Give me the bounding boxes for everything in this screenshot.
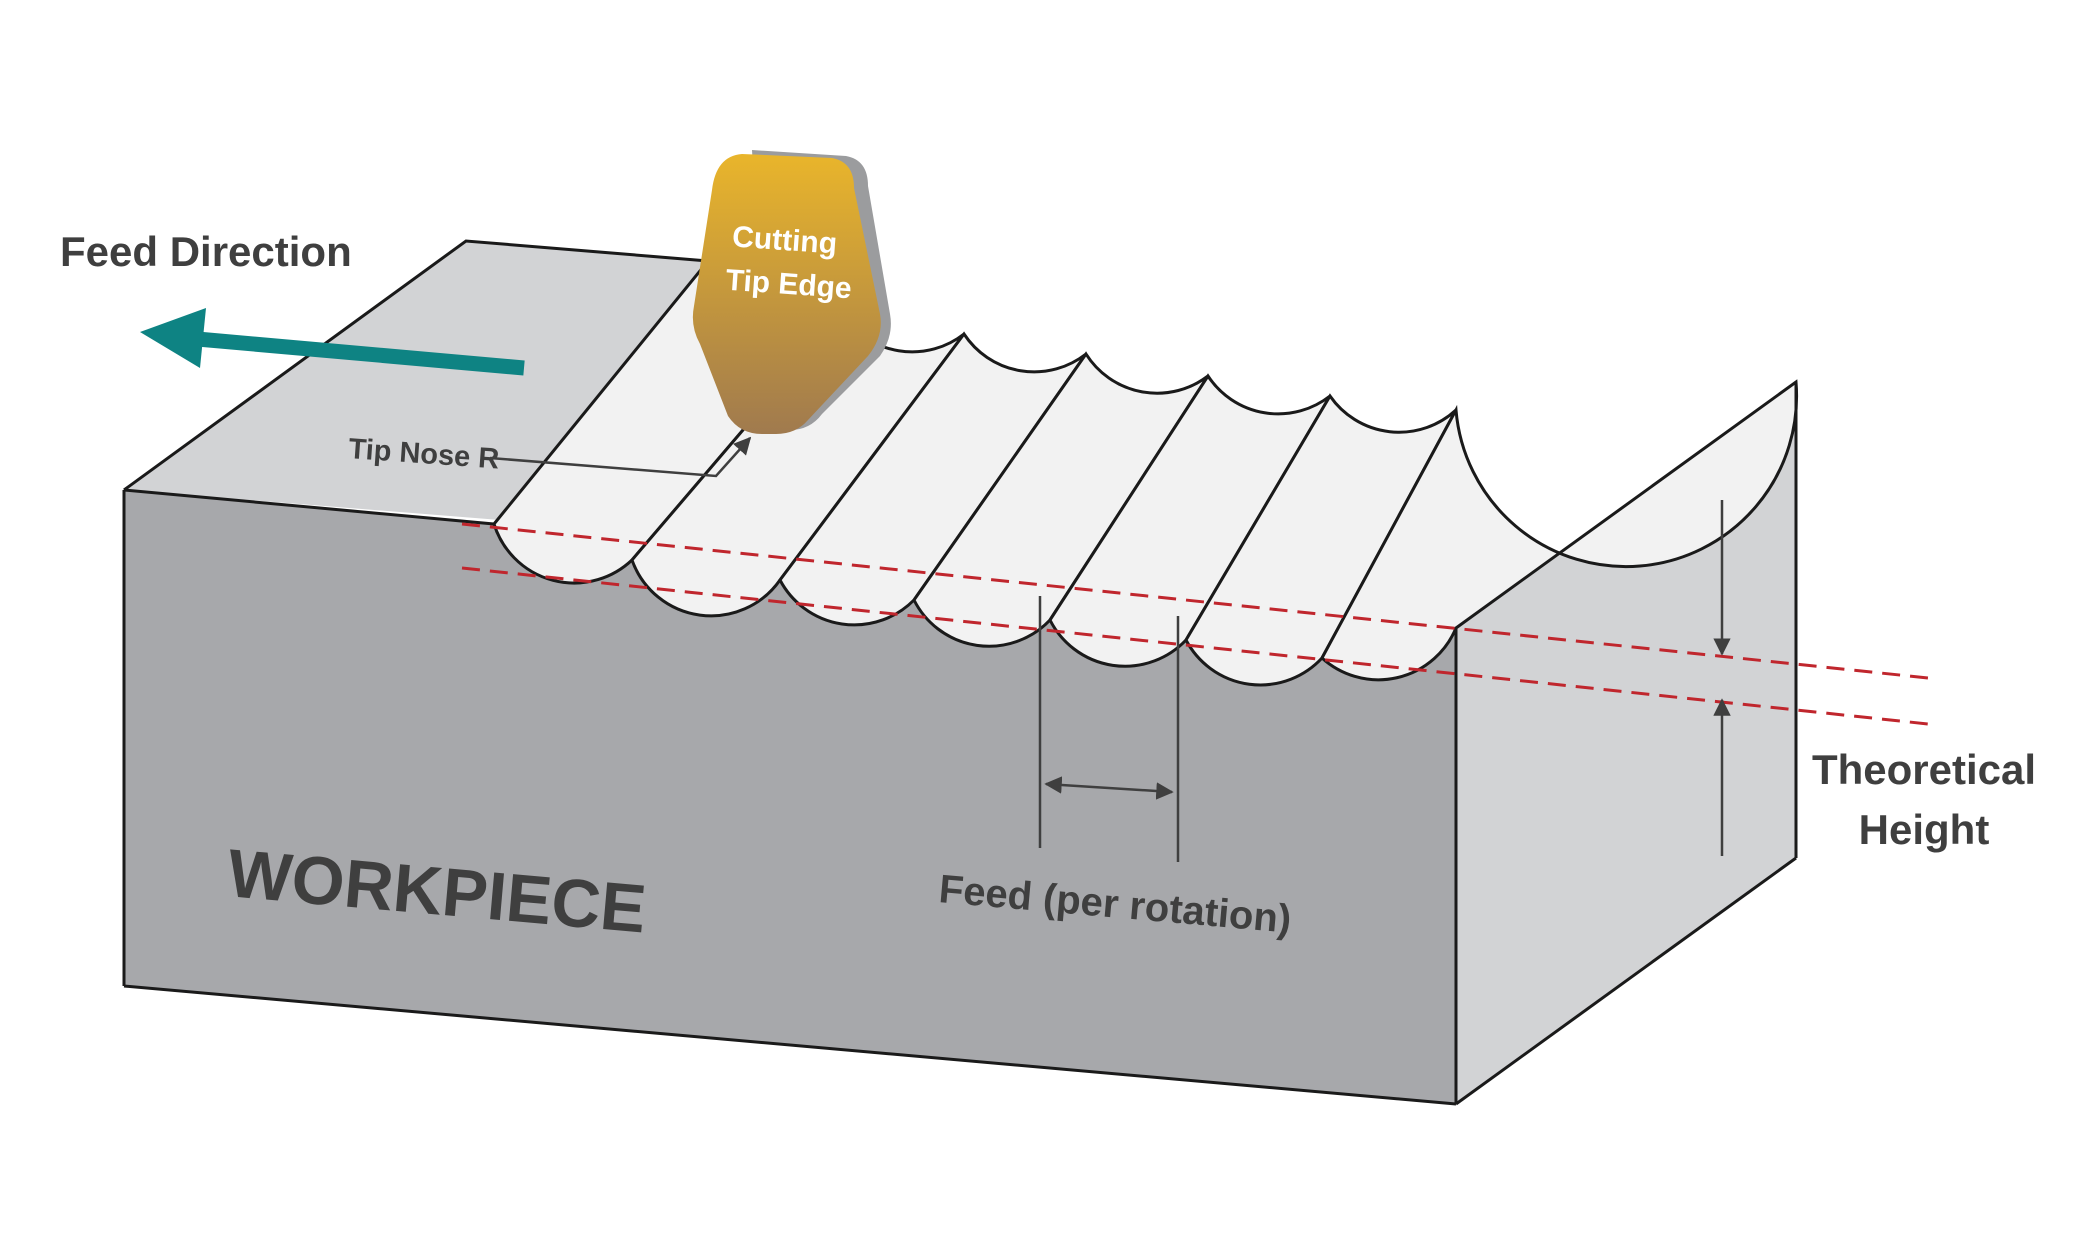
theoretical-height-label-line1: Theoretical	[1812, 746, 2036, 793]
cutting-tip-body	[692, 154, 881, 434]
feed-dimension	[1038, 596, 1180, 862]
workpiece-top-outline	[123, 239, 709, 492]
tip-nose-leader-line	[489, 436, 752, 478]
feed-dimension-arrow	[1044, 776, 1174, 800]
workpiece-front-face	[124, 490, 1456, 1104]
workpiece-side-face	[1456, 382, 1796, 1104]
workpiece-block	[122, 239, 1799, 1106]
feed-arrow-head	[140, 308, 206, 368]
tip-nose-leader	[489, 436, 752, 478]
feed-direction-arrow	[140, 308, 525, 376]
workpiece-front-top-edge	[123, 488, 495, 526]
workpiece-side-bottom-edge	[1455, 856, 1797, 1106]
groove-strip	[1320, 379, 1799, 682]
dashed-line-bottom	[461, 566, 1929, 726]
cutting-tip: Cutting Tip Edge	[692, 150, 891, 434]
feed-direction-label: Feed Direction	[60, 228, 352, 275]
theoretical-height-lines	[461, 522, 1929, 726]
cutting-tip-label-line1: Cutting	[731, 220, 838, 260]
workpiece-bottom-edge	[123, 984, 1457, 1106]
theoretical-height-label-line2: Height	[1859, 806, 1990, 853]
dashed-line-top	[461, 522, 1929, 680]
feed-arrow-shaft	[185, 330, 525, 376]
